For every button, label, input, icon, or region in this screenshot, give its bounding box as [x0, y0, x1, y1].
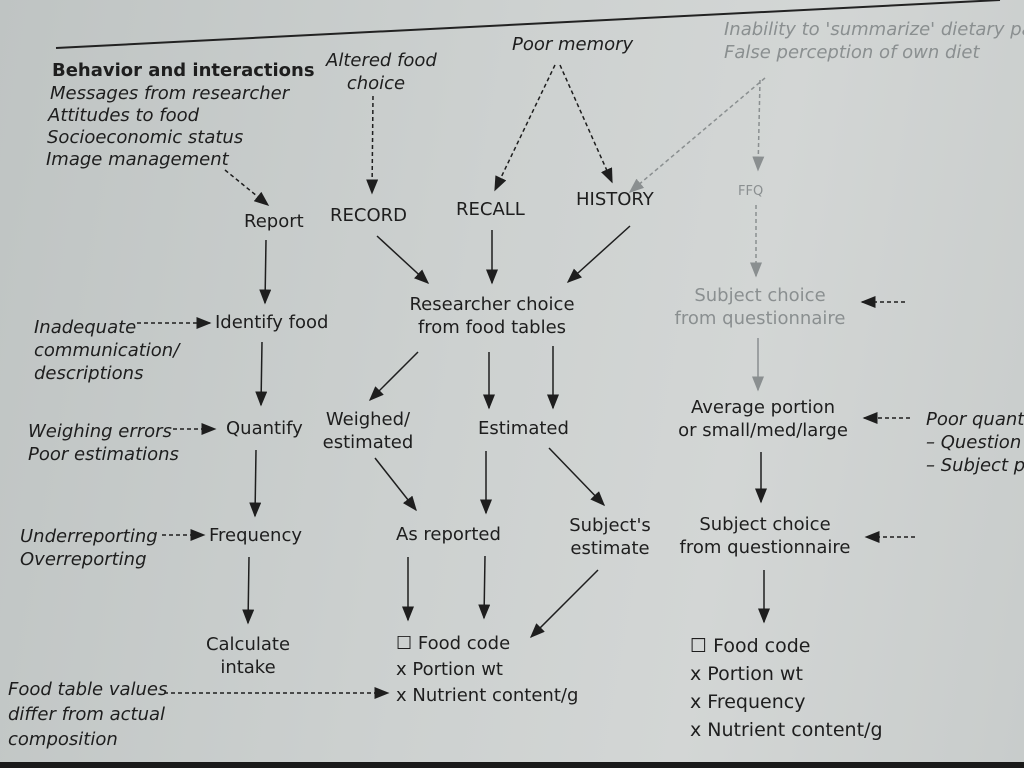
- line: intake: [220, 657, 276, 678]
- line: Weighed/: [325, 409, 411, 430]
- false-perception: False perception of own diet: [724, 42, 980, 63]
- line: Subject choice: [699, 514, 831, 535]
- line: or small/med/large: [678, 420, 848, 441]
- line: from questionnaire: [679, 537, 851, 558]
- line: – Question: [926, 432, 1022, 453]
- line: descriptions: [34, 363, 144, 384]
- line: differ from actual: [8, 704, 166, 725]
- formula-ffq: ☐ Food code x Portion wt x Frequency x Nutr…: [690, 632, 883, 744]
- line: choice: [346, 73, 406, 94]
- method-recall: RECALL: [456, 199, 525, 220]
- line: x Frequency: [690, 691, 806, 713]
- behavior-title: Behavior and interactions: [52, 60, 315, 81]
- estimated: Estimated: [478, 418, 569, 439]
- line: Subject's: [569, 515, 651, 536]
- line: from questionnaire: [674, 308, 846, 329]
- formula-record-recall: ☐ Food code x Portion wt x Nutrient conten…: [396, 631, 578, 709]
- line: x Portion wt: [690, 663, 803, 685]
- method-ffq: FFQ: [738, 184, 764, 199]
- behavior-item: Attitudes to food: [48, 105, 200, 126]
- line: Underreporting: [20, 526, 158, 547]
- line: Poor quanti: [926, 409, 1024, 430]
- method-report: Report: [244, 211, 304, 232]
- line: estimate: [570, 538, 650, 559]
- quantify: Quantify: [226, 418, 303, 439]
- frequency: Frequency: [209, 525, 302, 546]
- error-poor-quantification: Poor quanti– Question– Subject p: [926, 408, 1024, 477]
- behavior-item: Messages from researcher: [50, 83, 290, 104]
- line: Researcher choice: [409, 294, 575, 315]
- identify-food: Identify food: [215, 312, 329, 333]
- page-edge-shadow: [0, 762, 1024, 768]
- line: estimated: [322, 432, 414, 453]
- line: x Nutrient content/g: [396, 685, 579, 706]
- poor-memory: Poor memory: [512, 34, 634, 55]
- method-record: RECORD: [330, 205, 407, 226]
- line: communication/: [34, 340, 180, 361]
- method-history: HISTORY: [576, 189, 654, 210]
- line: Inadequate: [34, 317, 137, 338]
- line: Poor estimations: [28, 444, 179, 465]
- line: Altered food: [326, 50, 437, 71]
- line: x Portion wt: [396, 659, 503, 680]
- line: Average portion: [691, 397, 835, 418]
- line: composition: [8, 729, 118, 750]
- line: Weighing errors: [28, 421, 172, 442]
- as-reported: As reported: [396, 524, 501, 545]
- error-food-table: Food table values differ from actual compo…: [8, 677, 167, 752]
- behavior-item: Socioeconomic status: [47, 127, 244, 148]
- line: Subject choice: [694, 285, 826, 306]
- line: Food table values: [8, 679, 168, 700]
- line: Calculate: [205, 634, 291, 655]
- line: – Subject p: [926, 455, 1024, 476]
- line: ☐ Food code: [690, 635, 811, 657]
- inability-summarize: Inability to 'summarize' dietary patt: [724, 19, 1024, 40]
- weighed-estimated: Weighed/estimated: [318, 408, 418, 454]
- line: ☐ Food code: [396, 633, 511, 654]
- line: x Nutrient content/g: [690, 719, 883, 741]
- line: from food tables: [417, 317, 567, 338]
- line: Overreporting: [20, 549, 147, 570]
- behavior-item: Image management: [46, 149, 229, 170]
